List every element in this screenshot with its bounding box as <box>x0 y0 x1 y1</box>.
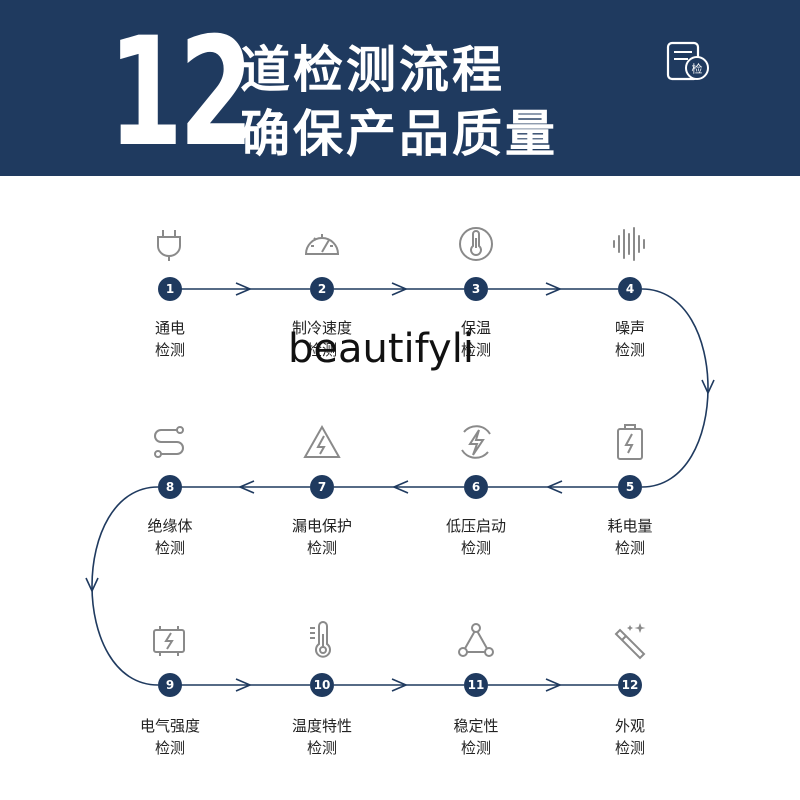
step-label-line2: 检测 <box>614 539 645 557</box>
step-label-line1: 保温 <box>460 319 491 337</box>
step-node: 9 <box>158 673 182 697</box>
step-label-line2: 检测 <box>614 341 645 359</box>
step-label-line2: 检测 <box>154 341 185 359</box>
step-label-line2: 检测 <box>306 341 337 359</box>
step-label-line1: 电气强度 <box>139 717 200 735</box>
step-node: 7 <box>310 475 334 499</box>
sound-wave-icon <box>613 227 645 261</box>
step-label: 电气强度 检测 <box>115 715 225 759</box>
magic-wand-icon <box>614 623 646 660</box>
step-label-line1: 温度特性 <box>291 717 352 735</box>
battery-panel-icon <box>153 626 185 656</box>
step-label: 低压启动 检测 <box>421 515 531 559</box>
inspection-flow: 1 通电 检测 2 制冷速度 检测 3 保温 检测 <box>0 176 800 800</box>
route-icon <box>154 426 184 458</box>
step-label-line2: 检测 <box>460 341 491 359</box>
step-node: 11 <box>464 673 488 697</box>
step-label-line1: 制冷速度 <box>291 319 352 337</box>
step-node: 8 <box>158 475 182 499</box>
arrow-left-icon <box>237 480 255 494</box>
arrow-right-icon <box>545 282 563 296</box>
thermometer-icon <box>310 621 331 658</box>
flow-connectors <box>85 282 715 692</box>
thermometer-circle-icon <box>459 227 493 261</box>
arrow-down-icon <box>701 379 715 395</box>
step-label: 稳定性 检测 <box>421 715 531 759</box>
step-label-line2: 检测 <box>614 739 645 757</box>
step-node: 3 <box>464 277 488 301</box>
step-label: 绝缘体 检测 <box>115 515 225 559</box>
step-label-line1: 外观 <box>614 717 645 735</box>
step-label-line1: 通电 <box>154 319 185 337</box>
step-label: 外观 检测 <box>575 715 685 759</box>
step-label-line1: 噪声 <box>614 319 645 337</box>
step-node: 2 <box>310 277 334 301</box>
triangle-nodes-icon <box>458 623 494 657</box>
step-label-line1: 耗电量 <box>607 517 653 535</box>
plug-icon <box>157 230 181 261</box>
step-label: 温度特性 检测 <box>267 715 377 759</box>
step-label: 耗电量 检测 <box>575 515 685 559</box>
step-label-line2: 检测 <box>154 539 185 557</box>
arrow-down-icon <box>85 577 99 593</box>
badge-text: 检 <box>692 62 703 76</box>
step-node: 10 <box>310 673 334 697</box>
headline-subtitle: 确保产品质量 <box>240 105 558 163</box>
step-label-line1: 漏电保护 <box>291 517 352 535</box>
step-node: 4 <box>618 277 642 301</box>
step-label-line1: 绝缘体 <box>147 517 193 535</box>
header-banner: 12 道检测流程 确保产品质量 检 <box>0 0 800 176</box>
inspection-document-icon: 检 <box>666 41 709 81</box>
warning-bolt-icon <box>303 424 341 458</box>
battery-bolt-icon <box>617 424 643 460</box>
step-count: 12 <box>108 6 254 180</box>
bolt-circle-icon <box>461 425 491 459</box>
step-label-line2: 检测 <box>306 739 337 757</box>
arrow-right-icon <box>235 678 253 692</box>
step-node: 12 <box>618 673 642 697</box>
step-label: 漏电保护 检测 <box>267 515 377 559</box>
step-label-line2: 检测 <box>460 739 491 757</box>
watermark-text: beautifyli <box>288 326 474 372</box>
arrow-left-icon <box>545 480 563 494</box>
arrow-right-icon <box>235 282 253 296</box>
step-label-line2: 检测 <box>154 739 185 757</box>
step-label: 噪声 检测 <box>575 317 685 361</box>
speedometer-icon <box>304 234 340 255</box>
step-node: 1 <box>158 277 182 301</box>
arrow-right-icon <box>391 678 409 692</box>
step-label: 保温 检测 <box>421 317 531 361</box>
step-label-line2: 检测 <box>460 539 491 557</box>
arrow-right-icon <box>545 678 563 692</box>
step-node: 5 <box>618 475 642 499</box>
step-label: 通电 检测 <box>115 317 225 361</box>
arrow-right-icon <box>391 282 409 296</box>
step-label: 制冷速度 检测 <box>267 317 377 361</box>
arrow-left-icon <box>391 480 409 494</box>
step-label-line1: 稳定性 <box>453 717 499 735</box>
step-node: 6 <box>464 475 488 499</box>
step-label-line2: 检测 <box>306 539 337 557</box>
step-label-line1: 低压启动 <box>445 517 506 535</box>
headline-title: 道检测流程 <box>240 41 505 99</box>
